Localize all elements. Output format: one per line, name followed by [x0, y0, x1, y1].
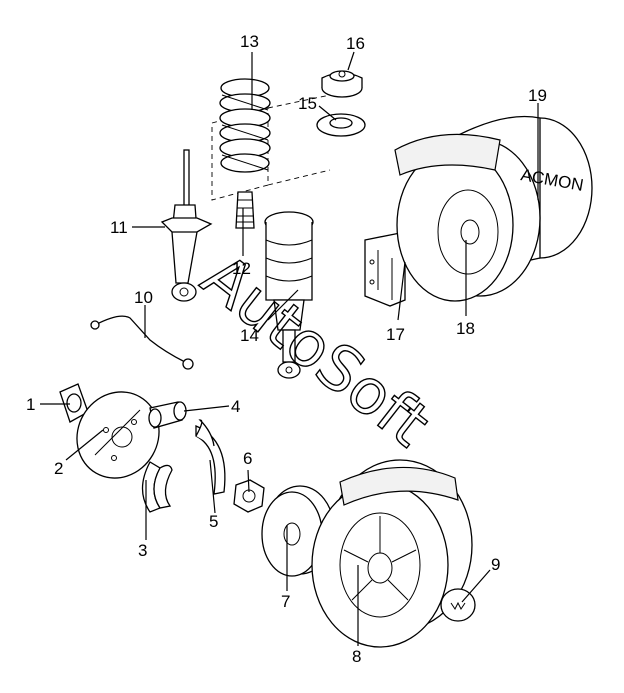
- callout-18: 18: [456, 319, 475, 338]
- brake-shoe-lower: [141, 461, 173, 513]
- shock-absorber: [160, 149, 213, 302]
- callout-11: 11: [110, 218, 128, 237]
- callout-15: 15: [298, 94, 317, 113]
- callout-3: 3: [138, 541, 147, 560]
- callout-14: 14: [240, 326, 259, 345]
- brake-shoe-upper: [195, 419, 226, 495]
- callout-10: 10: [134, 288, 153, 307]
- wheel-hub: [59, 383, 89, 423]
- leader-lines: [40, 51, 539, 646]
- callout-9: 9: [491, 555, 500, 574]
- wheel-cylinder: [148, 401, 187, 429]
- strut-assembly: [264, 211, 314, 379]
- spare-wheel: [394, 133, 541, 302]
- bump-stop: [235, 191, 255, 229]
- callout-labels: 1 2 3 4 5 6 7 8 9 10 11 12 13 14 15 16 1…: [26, 32, 547, 666]
- brake-backing-plate: [76, 391, 160, 479]
- callout-1: 1: [26, 395, 35, 414]
- callout-7: 7: [281, 592, 290, 611]
- front-wheel: [311, 459, 473, 648]
- callout-16: 16: [346, 34, 365, 53]
- callout-2: 2: [54, 459, 63, 478]
- callout-19: 19: [528, 86, 547, 105]
- callout-4: 4: [231, 397, 240, 416]
- strut-bearing: [316, 113, 366, 137]
- callout-6: 6: [243, 449, 252, 468]
- callout-17: 17: [386, 325, 405, 344]
- brake-hose: [90, 315, 194, 370]
- coil-spring: [211, 78, 331, 201]
- callout-8: 8: [352, 647, 361, 666]
- callout-13: 13: [240, 32, 259, 51]
- callout-5: 5: [209, 512, 218, 531]
- callout-12: 12: [232, 259, 251, 278]
- upper-strut-mount: [321, 70, 363, 98]
